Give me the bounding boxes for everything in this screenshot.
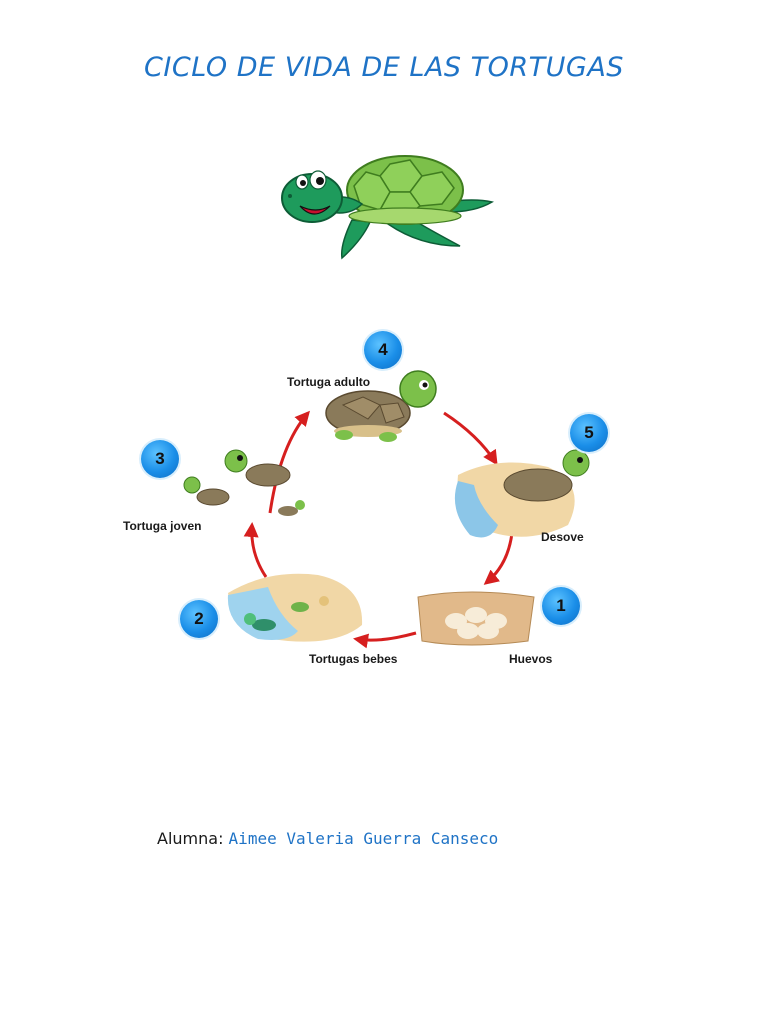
page-title: CICLO DE VIDA DE LAS TORTUGAS [144, 52, 624, 83]
stage-badge-5: 5 [570, 414, 608, 452]
young-turtles-icon [183, 449, 305, 516]
arrow-3-to-4 [268, 410, 310, 514]
stage-badge-2: 2 [180, 600, 218, 638]
stage-badge-1: 1 [542, 587, 580, 625]
stage-badge-3: 3 [141, 440, 179, 478]
stage-label-eggs: Huevos [509, 652, 553, 666]
eggs-nest-icon [417, 591, 535, 646]
arrow-5-to-1 [483, 532, 514, 585]
student-line: Alumna: Aimee Valeria Guerra Canseco [157, 829, 498, 848]
arrow-1-to-2 [353, 631, 417, 649]
student-label: Alumna: [157, 829, 224, 848]
life-cycle-diagram [183, 370, 590, 649]
stage-label-babies: Tortugas bebes [309, 652, 398, 666]
baby-turtles-icon [227, 573, 363, 642]
arrow-2-to-3 [243, 522, 268, 578]
turtle-illustration [281, 155, 494, 260]
stage-badge-4: 4 [364, 331, 402, 369]
stage-label-young: Tortuga joven [123, 519, 202, 533]
stage-label-adult: Tortuga adulto [287, 375, 371, 389]
arrow-4-to-5 [443, 411, 498, 466]
adult-turtle-icon [325, 370, 437, 442]
stage-label-laying: Desove [541, 530, 584, 544]
student-name: Aimee Valeria Guerra Canseco [228, 829, 499, 848]
laying-eggs-icon [454, 449, 590, 538]
